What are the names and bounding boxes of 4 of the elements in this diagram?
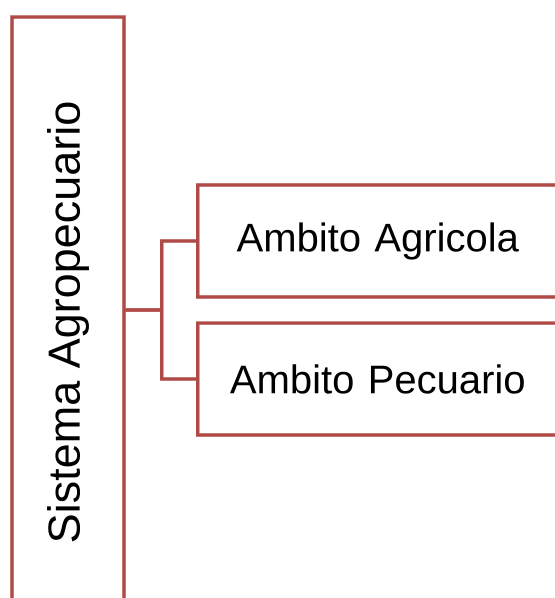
- category-box: Sistema Agropecuario: [10, 15, 126, 598]
- connector-line: [126, 308, 196, 381]
- subcategory-box: Ambito Pecuario: [196, 321, 555, 437]
- subcategory-box: Ambito Agricola: [196, 183, 555, 299]
